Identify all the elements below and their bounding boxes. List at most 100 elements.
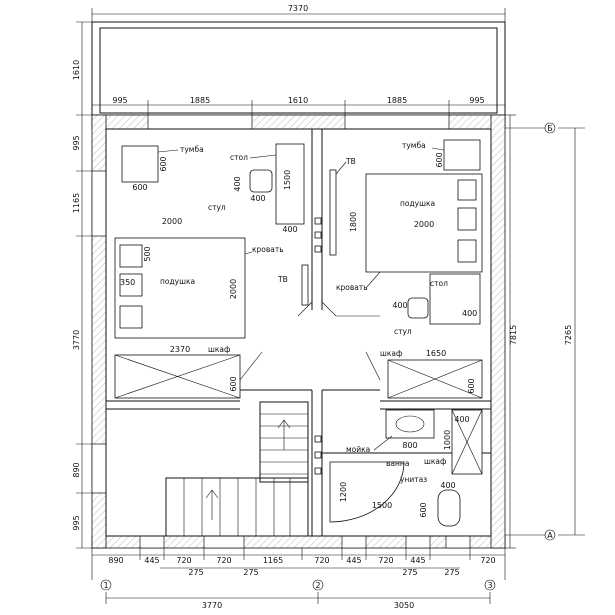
- pillow-right-2: [457, 207, 477, 231]
- dim-bottom-sub-1: 275: [188, 568, 203, 577]
- toilet: [437, 489, 461, 527]
- dim-bottom-sub-4: 275: [444, 568, 459, 577]
- stairs-down-arrow-icon: [205, 489, 219, 499]
- dim-bottom-seg-6: 720: [314, 556, 329, 565]
- bathroom: мойка 800 1000 400 шкаф ванна 1500 1200 …: [329, 409, 483, 527]
- dim-balcony-depth: 1610: [72, 60, 81, 80]
- tumba-left-dim-h: 600: [159, 156, 168, 171]
- tv-left-label: ТВ: [277, 275, 288, 284]
- tumba-left-label: тумба: [180, 145, 204, 154]
- tumba-right-label: тумба: [402, 141, 426, 150]
- bed-left-dim-len: 2000: [162, 217, 182, 226]
- desk-left: [275, 143, 305, 225]
- dim-bottom-seg-2: 445: [144, 556, 159, 565]
- dim-right-outer: 7265: [564, 325, 573, 345]
- wardrobe-left-dim-len: 2370: [170, 345, 190, 354]
- right-bedroom: тумба 600 ТВ 2000 1800 кровать подушка с…: [329, 139, 483, 399]
- dim-bottom-seg-7: 445: [346, 556, 361, 565]
- desk-left-dim-w: 400: [282, 225, 297, 234]
- sink-label: мойка: [346, 445, 370, 454]
- chair-left-label: стул: [208, 203, 226, 212]
- pillow-left-dim-h: 500: [143, 246, 152, 261]
- dim-top-seg-5: 995: [469, 96, 484, 105]
- dim-top-overall: 7370: [288, 4, 308, 13]
- pillow-right-1: [457, 179, 477, 201]
- dim-bottom-seg-1: 890: [108, 556, 123, 565]
- desk-right: [429, 273, 481, 325]
- bed-left-dim-w: 2000: [229, 279, 238, 299]
- dim-bottom-seg-3: 720: [176, 556, 191, 565]
- dim-top-seg-4: 1885: [387, 96, 407, 105]
- wardrobe-left-label: шкаф: [208, 345, 230, 354]
- dim-left-seg-3: 3770: [72, 330, 81, 350]
- sink-dim-w: 800: [402, 441, 417, 450]
- dim-left-seg-5: 995: [72, 515, 81, 530]
- dim-right-inner: 7815: [509, 325, 518, 345]
- dim-left-seg-4: 890: [72, 462, 81, 477]
- bed-right-label: кровать: [336, 283, 368, 292]
- pillow-left-1: [119, 244, 143, 268]
- pillow-left-dim-w: 350: [120, 278, 135, 287]
- tv-right: [329, 169, 337, 256]
- bathtub-dim-w: 1500: [372, 501, 392, 510]
- dim-bottom-overall-2: 3050: [394, 601, 414, 610]
- dim-bottom-seg-9: 445: [410, 556, 425, 565]
- tv-right-label: ТВ: [345, 157, 356, 166]
- pillow-left-3: [119, 305, 143, 329]
- tumba-right: [443, 139, 481, 171]
- bathtub: [329, 461, 405, 523]
- wardrobe-right-dim-len: 1650: [426, 349, 446, 358]
- pillow-right-label: подушка: [400, 199, 435, 208]
- chair-right-label: стул: [394, 327, 412, 336]
- wardrobe-left-dim-depth: 600: [229, 376, 238, 391]
- bottom-dimensions: 890 445 720 720 1165 720 445 720 445 720…: [91, 548, 506, 610]
- toilet-dim-h: 600: [419, 502, 428, 517]
- exterior-walls: [91, 114, 506, 549]
- axis-1: 1: [103, 581, 108, 590]
- dim-top-seg-1: 995: [112, 96, 127, 105]
- pillow-right-3: [457, 239, 477, 263]
- chair-right: [407, 297, 429, 319]
- wardrobe-right-label: шкаф: [380, 349, 402, 358]
- chair-left-dim-w: 400: [250, 194, 265, 203]
- dim-bottom-seg-8: 720: [378, 556, 393, 565]
- dim-bottom-seg-5: 1165: [263, 556, 283, 565]
- toilet-dim-w: 400: [440, 481, 455, 490]
- tumba-left: [121, 145, 159, 183]
- dim-top-seg-2: 1885: [190, 96, 210, 105]
- tv-left: [301, 264, 309, 306]
- stairs: [165, 401, 309, 537]
- desk-right-dim-w: 400: [462, 309, 477, 318]
- toilet-label: унитаз: [400, 475, 427, 484]
- dim-bottom-sub-2: 275: [243, 568, 258, 577]
- desk-right-label: стол: [430, 279, 448, 288]
- bed-right-dim-len: 2000: [414, 220, 434, 229]
- bed-left-label: кровать: [252, 245, 284, 254]
- right-dimensions: 7815 7265 Б А: [505, 114, 585, 549]
- chair-right-dim: 400: [392, 301, 407, 310]
- shelving-label: шкаф: [424, 457, 446, 466]
- dim-bottom-overall-1: 3770: [202, 601, 222, 610]
- bathtub-dim-h: 1200: [339, 482, 348, 502]
- dim-bottom-sub-3: 275: [402, 568, 417, 577]
- axis-3: 3: [487, 581, 492, 590]
- dim-top-seg-3: 1610: [288, 96, 308, 105]
- stairs-up-arrow-icon: [277, 419, 291, 429]
- dim-bottom-seg-4: 720: [216, 556, 231, 565]
- vent-blocks: [314, 217, 322, 475]
- axis-b: Б: [547, 124, 553, 133]
- bed-right-dim-w: 1800: [349, 212, 358, 232]
- dim-left-seg-1: 995: [72, 135, 81, 150]
- chair-left-dim-h: 400: [233, 176, 242, 191]
- shelving-dim-w: 400: [454, 415, 469, 424]
- wardrobe-right-dim-depth: 600: [467, 378, 476, 393]
- sink: [385, 409, 435, 439]
- axis-2: 2: [315, 581, 320, 590]
- shelving-dim-h: 1000: [443, 430, 452, 450]
- desk-left-label: стол: [230, 153, 248, 162]
- top-dimensions: 7370 995 1885 1610 1885 995: [91, 4, 506, 120]
- tumba-right-dim-h: 600: [435, 152, 444, 167]
- left-bedroom: тумба 600 600 стол 1500 400 стул 400 400…: [114, 143, 309, 399]
- chair-left: [249, 169, 273, 193]
